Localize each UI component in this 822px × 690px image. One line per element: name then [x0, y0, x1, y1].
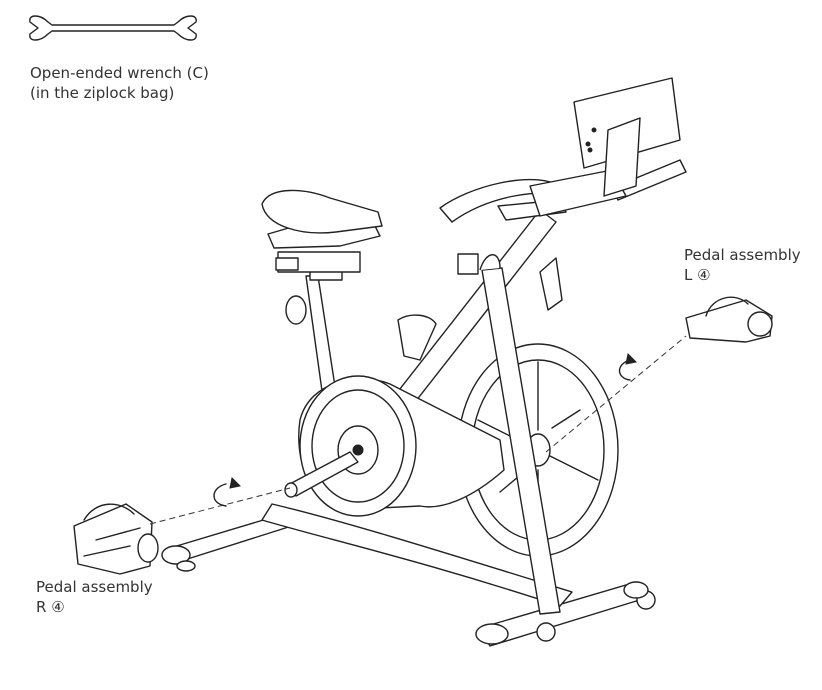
crank-arm	[284, 451, 359, 498]
pedal-right-icon	[73, 503, 159, 575]
main-frame	[305, 209, 561, 615]
wrench-label-line2: (in the ziplock bag)	[30, 84, 175, 102]
pedal-right-label: Pedal assembly	[36, 578, 153, 596]
water-bottle-holder	[397, 314, 437, 361]
wrench-label-line1: Open-ended wrench (C)	[30, 64, 209, 82]
seat-assembly	[261, 189, 383, 325]
console-tablet-holder	[573, 77, 681, 197]
handlebar	[439, 159, 687, 275]
pedal-left-code: L ④	[684, 266, 711, 284]
pedal-right-code: R ④	[36, 598, 65, 616]
front-stabilizer	[475, 581, 656, 647]
pedal-left-label: Pedal assembly	[684, 246, 801, 264]
resistance-knob	[539, 257, 563, 311]
pedal-left-icon	[685, 296, 773, 343]
base-frame	[261, 503, 573, 607]
pedal-left-install-guide	[545, 335, 687, 453]
belt-guard	[298, 375, 505, 517]
rear-stabilizer	[161, 511, 299, 572]
wrench-icon	[29, 15, 197, 41]
pedal-right-install-guide	[149, 476, 291, 525]
